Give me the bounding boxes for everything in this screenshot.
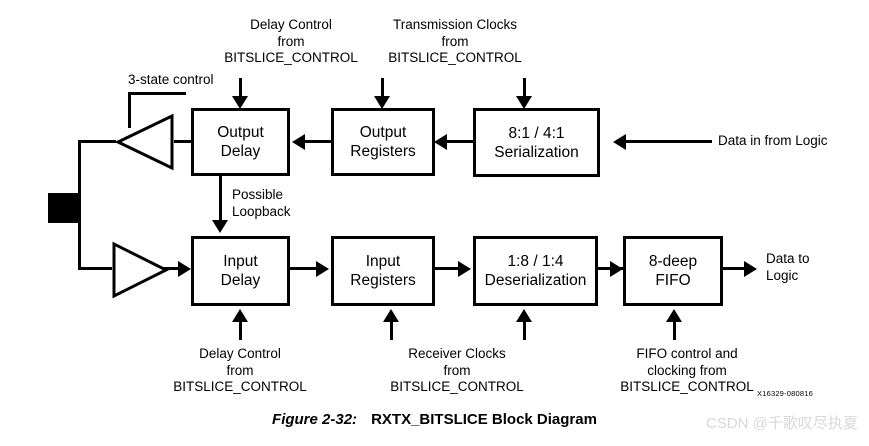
data-in-from-logic-arrowhead <box>613 134 626 150</box>
label-delay-control-top-line2: from <box>277 33 305 49</box>
label-3-state-control: 3-state control <box>128 72 214 87</box>
figure-title: RXTX_BITSLICE Block Diagram <box>371 411 597 428</box>
label-fifo-control-line1: FIFO control and <box>636 346 738 361</box>
label-possible-loopback-line1: Possible <box>232 187 284 202</box>
block-fifo-line1: 8-deep <box>648 253 698 270</box>
block-input-delay[interactable]: Input Delay <box>191 236 290 306</box>
label-delay-control-bottom-line1: Delay Control <box>199 346 281 361</box>
label-data-to-logic-line1: Data to <box>766 251 810 266</box>
label-possible-loopback: Possible Loopback <box>232 187 291 220</box>
label-delay-control-bottom: Delay Control from BITSLICE_CONTROL <box>145 346 335 396</box>
serialization-to-output-registers-line <box>447 140 473 143</box>
delay-control-bottom-stem <box>239 320 242 340</box>
label-receiver-clocks-line3: BITSLICE_CONTROL <box>390 379 524 394</box>
block-output-registers-line1: Output <box>359 124 407 141</box>
label-transmission-clocks-line3: BITSLICE_CONTROL <box>388 50 522 65</box>
fifo-control-arrowhead <box>666 309 682 322</box>
data-in-from-logic-line <box>626 140 712 143</box>
possible-loopback-stem <box>219 176 222 222</box>
figure-caption: Figure 2-32: RXTX_BITSLICE Block Diagram <box>0 411 869 428</box>
block-fifo[interactable]: 8-deep FIFO <box>623 236 723 306</box>
output-delay-to-buffer-line <box>174 140 192 143</box>
watermark: CSDN @千歌叹尽执夏 <box>706 415 858 432</box>
label-fifo-control-line3: BITSLICE_CONTROL <box>620 379 754 394</box>
label-receiver-clocks-line2: from <box>443 362 471 378</box>
bus-to-input-buffer-line <box>78 267 112 270</box>
receiver-clocks-arrowhead-a <box>383 309 399 322</box>
output-registers-to-output-delay-arrowhead <box>292 134 305 150</box>
input-buffer[interactable] <box>110 241 172 299</box>
block-output-delay[interactable]: Output Delay <box>191 108 290 176</box>
block-output-registers[interactable]: Output Registers <box>331 108 435 176</box>
label-data-to-logic-line2: Logic <box>766 267 799 283</box>
tristate-output-buffer[interactable] <box>112 112 174 172</box>
block-output-delay-line1: Output <box>217 124 264 141</box>
input-delay-to-input-registers-line <box>290 267 318 270</box>
block-serialization-line2: Serialization <box>494 143 579 161</box>
buffer-out-to-bus-line <box>78 140 116 143</box>
block-input-delay-line2: Delay <box>220 272 261 289</box>
delay-control-bottom-arrowhead <box>232 309 248 322</box>
block-serialization[interactable]: 8:1 / 4:1 Serialization <box>473 108 600 177</box>
label-transmission-clocks-line1: Transmission Clocks <box>392 17 518 32</box>
transmission-clocks-arrowhead-a <box>374 96 390 109</box>
delay-control-top-stem <box>239 78 242 98</box>
input-registers-to-deserialization-arrowhead <box>458 261 471 277</box>
block-serialization-line1: 8:1 / 4:1 <box>508 124 565 142</box>
receiver-clocks-stem-b <box>523 320 526 340</box>
label-delay-control-top: Delay Control from BITSLICE_CONTROL <box>196 17 386 67</box>
block-output-registers-line2: Registers <box>350 143 416 160</box>
tristate-control-drop <box>128 110 131 128</box>
block-input-registers-line1: Input <box>365 253 401 270</box>
label-delay-control-bottom-line3: BITSLICE_CONTROL <box>173 379 307 394</box>
receiver-clocks-arrowhead-b <box>516 309 532 322</box>
delay-control-top-arrowhead <box>232 96 248 109</box>
io-pad <box>48 193 81 223</box>
fifo-to-logic-arrowhead <box>744 261 757 277</box>
figure-id-code: X16329-080816 <box>757 389 813 398</box>
label-fifo-control: FIFO control and clocking from BITSLICE_… <box>592 346 782 396</box>
label-delay-control-bottom-line2: from <box>226 362 254 378</box>
label-receiver-clocks: Receiver Clocks from BITSLICE_CONTROL <box>362 346 552 396</box>
transmission-clocks-arrowhead-b <box>516 96 532 109</box>
label-delay-control-top-line3: BITSLICE_CONTROL <box>224 50 358 65</box>
figure-number: Figure 2-32: <box>272 411 358 428</box>
block-input-registers-line2: Registers <box>350 272 416 289</box>
fifo-to-logic-line <box>723 267 747 270</box>
block-deserialization[interactable]: 1:8 / 1:4 Deserialization <box>473 236 598 306</box>
block-input-delay-line1: Input <box>223 253 258 270</box>
input-registers-to-deserialization-line <box>435 267 460 270</box>
fifo-control-stem <box>673 320 676 340</box>
label-transmission-clocks-line2: from <box>441 33 469 49</box>
block-input-registers[interactable]: Input Registers <box>331 236 435 306</box>
deserialization-to-fifo-arrowhead <box>610 261 623 277</box>
three-state-control-hline <box>128 92 186 95</box>
label-receiver-clocks-line1: Receiver Clocks <box>408 346 506 361</box>
output-registers-to-output-delay-line <box>305 140 331 143</box>
label-possible-loopback-line2: Loopback <box>232 203 291 219</box>
three-state-control-vline <box>128 92 131 126</box>
possible-loopback-arrowhead <box>212 220 228 233</box>
label-delay-control-top-line1: Delay Control <box>250 17 332 32</box>
block-deserialization-line2: Deserialization <box>484 272 587 289</box>
serialization-to-output-registers-arrowhead <box>434 134 447 150</box>
block-output-delay-line2: Delay <box>220 143 261 160</box>
label-fifo-control-line2: clocking from <box>647 362 727 378</box>
block-deserialization-line1: 1:8 / 1:4 <box>507 253 564 270</box>
input-buffer-to-input-delay-line <box>160 267 180 270</box>
transmission-clocks-stem-b <box>523 78 526 98</box>
label-data-in-from-logic: Data in from Logic <box>718 133 828 148</box>
label-data-to-logic: Data to Logic <box>766 251 810 284</box>
label-transmission-clocks: Transmission Clocks from BITSLICE_CONTRO… <box>360 17 550 67</box>
transmission-clocks-stem-a <box>381 78 384 98</box>
input-delay-to-input-registers-arrowhead <box>316 261 329 277</box>
input-buffer-to-input-delay-arrowhead <box>178 261 191 277</box>
block-fifo-line2: FIFO <box>655 272 691 289</box>
receiver-clocks-stem-a <box>390 320 393 340</box>
